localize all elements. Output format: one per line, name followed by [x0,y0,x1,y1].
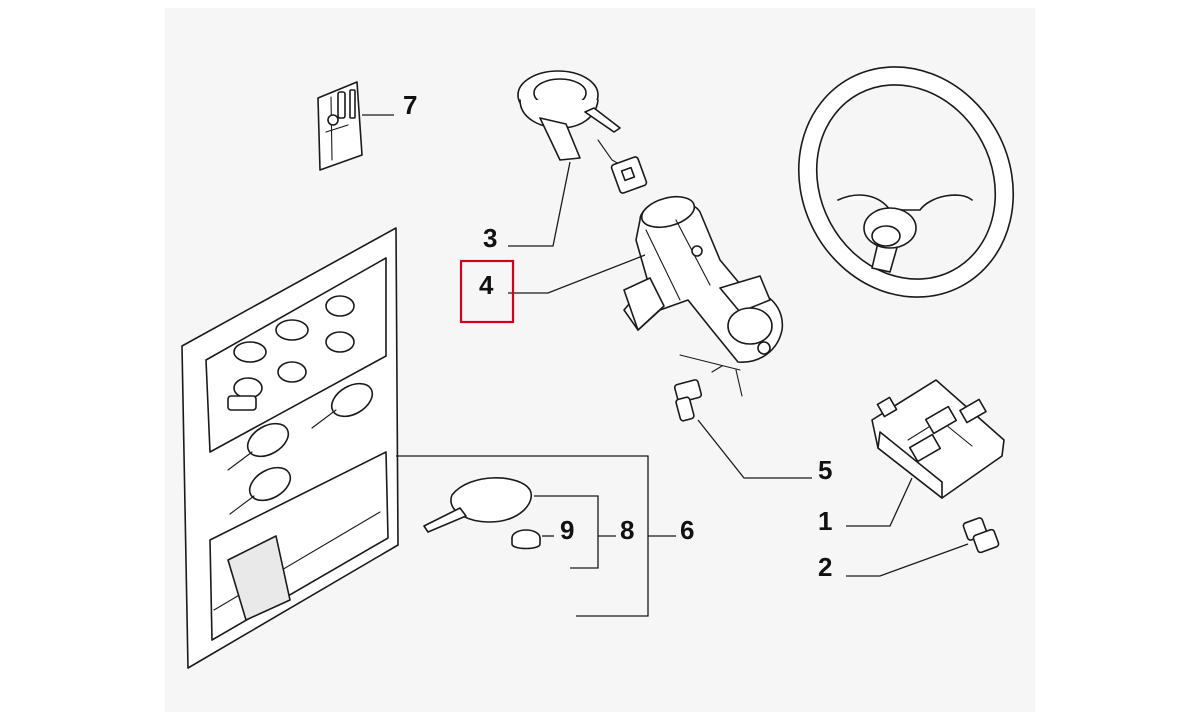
steering-wheel [797,66,1015,298]
keys-on-board [227,382,374,515]
part-5-bolt[interactable] [673,354,743,422]
callout-5[interactable]: 5 [818,455,832,485]
part-8-key[interactable] [423,477,532,533]
callout-4[interactable]: 4 [479,270,494,300]
part-7-card[interactable] [317,81,363,171]
callout-3[interactable]: 3 [483,223,497,253]
callout-1[interactable]: 1 [818,506,832,536]
callout-labels: 7 3 4 5 1 2 6 8 9 [403,90,832,582]
callout-4-highlight-box [459,259,515,324]
lock-cylinders-set [227,295,355,411]
part-3-ring-switch[interactable] [517,70,648,194]
part-6-key-set-board[interactable] [181,227,399,669]
part-4-ignition-lock-housing[interactable] [623,191,784,363]
callout-9[interactable]: 9 [560,515,574,545]
leader-lines [362,114,969,617]
part-2-screw[interactable] [962,517,1000,554]
part-1-control-module[interactable] [871,379,1005,499]
callout-8[interactable]: 8 [620,515,634,545]
callout-7[interactable]: 7 [403,90,417,120]
part-9-cap[interactable] [511,529,541,550]
callout-6[interactable]: 6 [680,515,694,545]
callout-2[interactable]: 2 [818,552,832,582]
